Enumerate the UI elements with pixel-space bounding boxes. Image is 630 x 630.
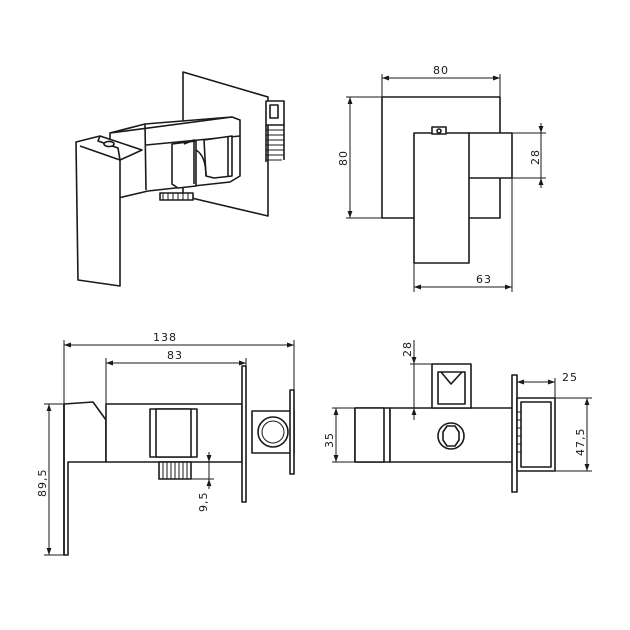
dim-side-total-width: 138 [153,331,177,344]
dim-side-body-width: 83 [167,349,183,362]
dim-side-thread: 9,5 [197,492,210,513]
dim-front-height: 80 [337,150,350,166]
front-view: 80 80 28 63 [337,64,546,292]
dim-top-body-height: 35 [323,432,336,448]
isometric-view [75,71,285,287]
isometric-outlet-thread [265,100,285,162]
dim-front-body-width: 63 [476,273,492,286]
dim-front-handle-depth: 28 [529,149,542,165]
isometric-hose-holder [171,135,233,189]
dim-top-plate-offset: 25 [562,371,578,384]
hex-nut-icon [437,422,465,450]
dim-top-holder: 28 [401,341,414,357]
side-view: 138 83 89,5 9,5 [36,331,295,556]
isometric-lever [75,135,143,287]
dim-front-width: 80 [433,64,449,77]
top-view: 28 35 25 47,5 [323,340,592,493]
dim-top-plate-height: 47,5 [574,428,587,457]
dim-side-height: 89,5 [36,469,49,498]
